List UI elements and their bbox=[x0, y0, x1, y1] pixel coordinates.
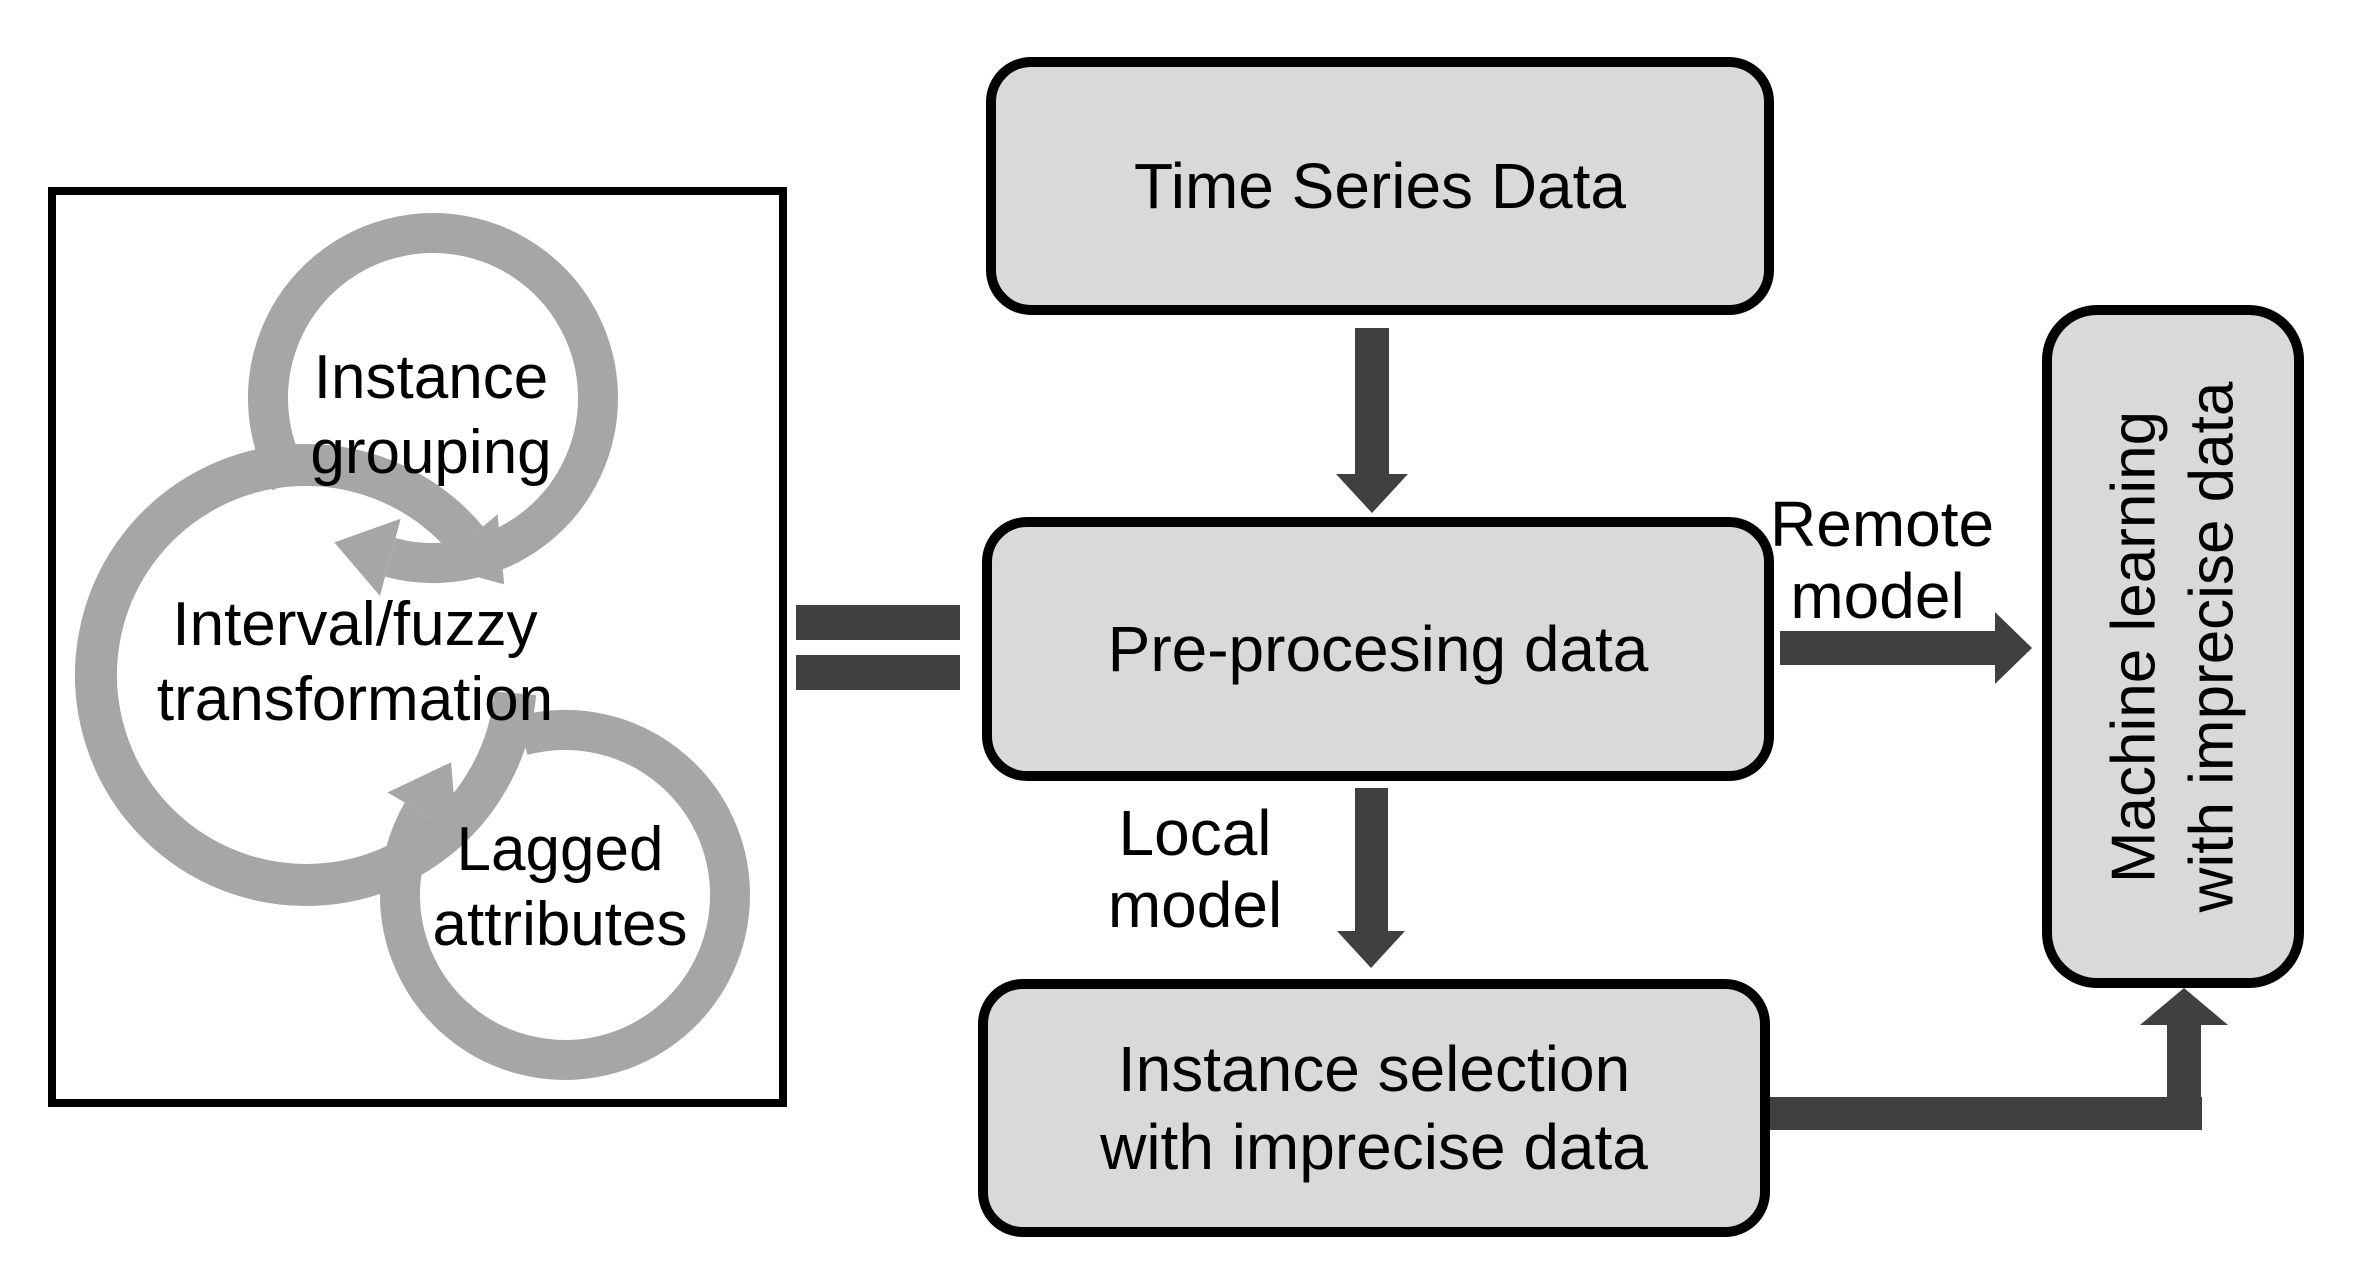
edge-label-line: Remote bbox=[1770, 488, 1995, 560]
node-time-series-data: Time Series Data bbox=[986, 57, 1774, 315]
node-label-line: with imprecise data bbox=[2177, 381, 2247, 912]
node-label: Pre-procesing data bbox=[1107, 613, 1649, 685]
preprocessing-methods-panel: Instance grouping Interval/fuzzy transfo… bbox=[48, 187, 787, 1107]
edge-label-remote-model: Remote model bbox=[1770, 488, 1995, 632]
circular-arrow-head-icon bbox=[436, 514, 505, 585]
cycle-step-label-line: Instance bbox=[313, 343, 549, 412]
node-instance-selection: Instance selection with imprecise data bbox=[978, 979, 1770, 1237]
node-label-line: with imprecise data bbox=[1100, 1111, 1648, 1183]
arrow-down-icon bbox=[1355, 328, 1389, 475]
circular-arrow-head-icon bbox=[387, 762, 457, 833]
cycle-arrows-graphic bbox=[75, 213, 750, 1080]
circular-arrow-icon bbox=[380, 709, 750, 1080]
cycle-step-label-line: Interval/fuzzy bbox=[172, 590, 538, 659]
circular-arrow-head-icon bbox=[334, 518, 401, 597]
equals-connector-bar-bottom bbox=[796, 655, 960, 690]
cycle-step-interval-fuzzy-transformation: Interval/fuzzy transformation bbox=[120, 587, 590, 737]
node-label: Instance selection with imprecise data bbox=[1100, 1030, 1648, 1186]
edge-label-line: model bbox=[1790, 560, 1965, 632]
cycle-step-label-line: transformation bbox=[156, 665, 554, 734]
cycle-step-instance-grouping: Instance grouping bbox=[256, 340, 606, 490]
elbow-arrow-horizontal bbox=[1762, 1097, 2202, 1130]
edge-label-local-model: Local model bbox=[1095, 797, 1295, 941]
arrow-down-head-icon bbox=[1337, 931, 1405, 968]
node-preprocessing-data: Pre-procesing data bbox=[982, 517, 1774, 781]
arrow-up-head-icon bbox=[2140, 988, 2228, 1025]
cycle-step-label-line: grouping bbox=[310, 418, 552, 487]
circular-arrow-icon bbox=[248, 213, 618, 584]
edge-label-line: Local bbox=[1118, 797, 1272, 869]
arrow-right-head-icon bbox=[1995, 612, 2032, 684]
elbow-arrow-vertical bbox=[2167, 1022, 2201, 1130]
node-label-line: Instance selection bbox=[1117, 1033, 1631, 1105]
arrow-right-icon bbox=[1780, 631, 1996, 665]
cycle-step-label-line: Lagged bbox=[456, 815, 664, 884]
edge-label-line: model bbox=[1107, 869, 1283, 941]
arrow-down-icon bbox=[1355, 788, 1388, 932]
arrow-down-head-icon bbox=[1336, 474, 1408, 513]
node-machine-learning: Machine learning with imprecise data bbox=[2042, 305, 2304, 988]
node-label: Time Series Data bbox=[1134, 150, 1626, 222]
cycle-step-lagged-attributes: Lagged attributes bbox=[385, 812, 735, 962]
equals-connector-bar-top bbox=[796, 605, 960, 640]
node-label-line: Machine learning bbox=[2099, 410, 2169, 883]
cycle-step-label-line: attributes bbox=[432, 890, 688, 959]
node-label-rotated: Machine learning with imprecise data bbox=[2095, 381, 2251, 912]
